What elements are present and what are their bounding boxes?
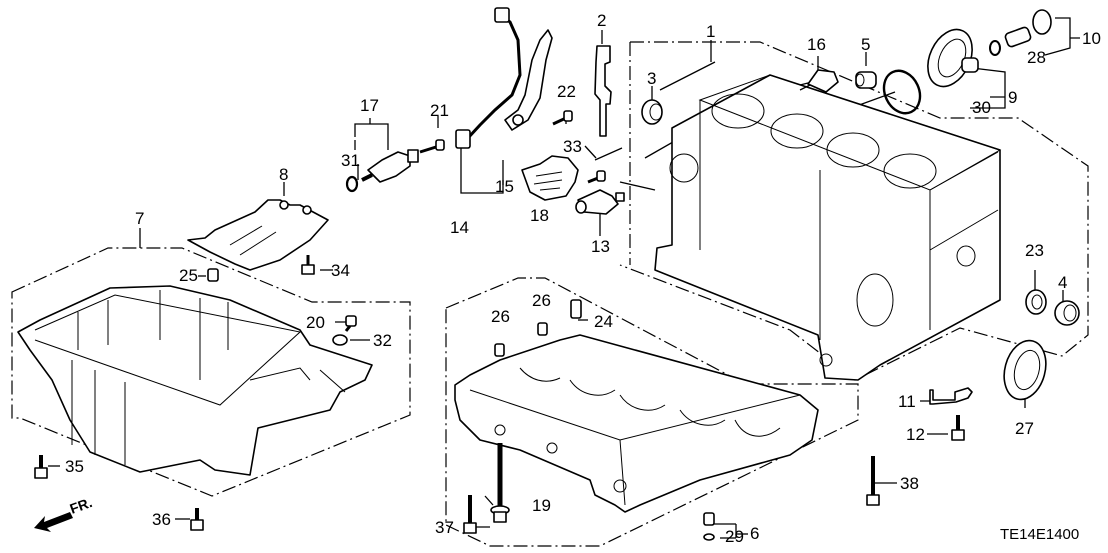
- callout-14[interactable]: 14: [450, 218, 469, 237]
- part-oil-jet-bracket[interactable]: [594, 45, 612, 137]
- part-bolt-12[interactable]: [951, 415, 965, 441]
- part-bolt-21[interactable]: [419, 139, 445, 154]
- callout-31[interactable]: 31: [341, 151, 360, 170]
- part-bolt-37[interactable]: [463, 495, 477, 534]
- callout-26-a[interactable]: 26: [491, 307, 510, 326]
- callout-2[interactable]: 2: [597, 11, 606, 30]
- part-plug-right[interactable]: [1054, 300, 1080, 326]
- callout-25[interactable]: 25: [179, 266, 198, 285]
- arrow-left-icon: [34, 512, 73, 532]
- part-drain-bolt[interactable]: [344, 315, 357, 332]
- part-bearing-bolt-19[interactable]: [490, 443, 510, 523]
- callout-22[interactable]: 22: [557, 82, 576, 101]
- part-cylinder-block[interactable]: [654, 74, 1002, 381]
- callout-17[interactable]: 17: [360, 96, 379, 115]
- part-o-ring-31[interactable]: [345, 175, 359, 193]
- callout-29[interactable]: 29: [725, 527, 744, 546]
- part-o-ring-28[interactable]: [989, 40, 1001, 56]
- part-dowel-pin-26-a[interactable]: [494, 343, 505, 357]
- part-oil-jet[interactable]: [703, 512, 715, 541]
- callout-11[interactable]: 11: [898, 392, 916, 411]
- boundary-lower-block: [445, 277, 859, 547]
- callout-7[interactable]: 7: [135, 209, 144, 228]
- boundary-oil-pan: [11, 247, 411, 497]
- callout-37[interactable]: 37: [435, 518, 454, 537]
- callout-13[interactable]: 13: [591, 237, 610, 256]
- part-oil-filter-base[interactable]: [919, 22, 981, 93]
- callout-16[interactable]: 16: [807, 35, 826, 54]
- callout-30[interactable]: 30: [972, 98, 991, 117]
- part-bolt-34[interactable]: [301, 255, 315, 275]
- part-knock-sensor-harness[interactable]: [455, 7, 553, 149]
- callout-labels: 1 2 3 4 5 6 7 8 9 10 11 12 13 14 15 16 1…: [65, 11, 1101, 546]
- part-dowel-pin-25[interactable]: [207, 268, 219, 282]
- diagram-code: TE14E1400: [1000, 526, 1079, 543]
- callout-33[interactable]: 33: [563, 137, 582, 156]
- callout-21[interactable]: 21: [430, 101, 449, 120]
- callout-28[interactable]: 28: [1027, 48, 1046, 67]
- part-oil-pan[interactable]: [17, 285, 373, 476]
- callout-26-b[interactable]: 26: [532, 291, 551, 310]
- part-ckp-sensor[interactable]: [361, 149, 419, 183]
- part-lower-block[interactable]: [454, 334, 819, 513]
- part-sensor-cover[interactable]: [521, 155, 579, 201]
- callout-3[interactable]: 3: [647, 69, 656, 88]
- callout-20[interactable]: 20: [306, 313, 325, 332]
- callout-5[interactable]: 5: [861, 35, 870, 54]
- part-plug-left[interactable]: [641, 99, 663, 125]
- callout-35[interactable]: 35: [65, 457, 84, 476]
- part-stay-bracket[interactable]: [929, 387, 973, 405]
- part-bolt-22[interactable]: [552, 110, 573, 126]
- part-bolt-36[interactable]: [190, 508, 204, 531]
- callout-8[interactable]: 8: [279, 165, 288, 184]
- callout-10[interactable]: 10: [1082, 29, 1101, 48]
- part-drain-washer[interactable]: [332, 334, 348, 346]
- part-sensor-16[interactable]: [799, 69, 839, 93]
- part-plug-top[interactable]: [855, 71, 877, 89]
- callout-18[interactable]: 18: [530, 206, 549, 225]
- callout-6[interactable]: 6: [750, 524, 759, 543]
- callout-34[interactable]: 34: [331, 261, 350, 280]
- front-label: FR.: [68, 494, 95, 517]
- part-bolt-35[interactable]: [34, 455, 48, 479]
- part-bolt-38[interactable]: [866, 456, 880, 506]
- front-direction-arrow: FR.: [34, 494, 94, 532]
- callout-19[interactable]: 19: [532, 496, 551, 515]
- part-baffle-plate[interactable]: [187, 199, 329, 271]
- callout-27[interactable]: 27: [1015, 419, 1034, 438]
- callout-4[interactable]: 4: [1058, 273, 1067, 292]
- callout-23[interactable]: 23: [1025, 241, 1044, 260]
- part-oil-filter-bolt[interactable]: [1004, 9, 1052, 48]
- part-oil-pressure-switch[interactable]: [575, 189, 625, 215]
- callout-24[interactable]: 24: [594, 312, 613, 331]
- callout-15[interactable]: 15: [495, 177, 514, 196]
- callout-38[interactable]: 38: [900, 474, 919, 493]
- part-bolt-33[interactable]: [587, 170, 606, 184]
- callout-12[interactable]: 12: [906, 425, 925, 444]
- part-dowel-pin-24[interactable]: [570, 299, 582, 319]
- part-oil-seal[interactable]: [998, 336, 1052, 404]
- callout-9[interactable]: 9: [1008, 88, 1017, 107]
- part-o-ring-30[interactable]: [877, 65, 926, 119]
- part-seal-ring-23[interactable]: [1025, 289, 1047, 315]
- callout-32[interactable]: 32: [373, 331, 392, 350]
- callout-1[interactable]: 1: [706, 22, 715, 41]
- callout-36[interactable]: 36: [152, 510, 171, 529]
- part-dowel-pin-26-b[interactable]: [537, 322, 548, 336]
